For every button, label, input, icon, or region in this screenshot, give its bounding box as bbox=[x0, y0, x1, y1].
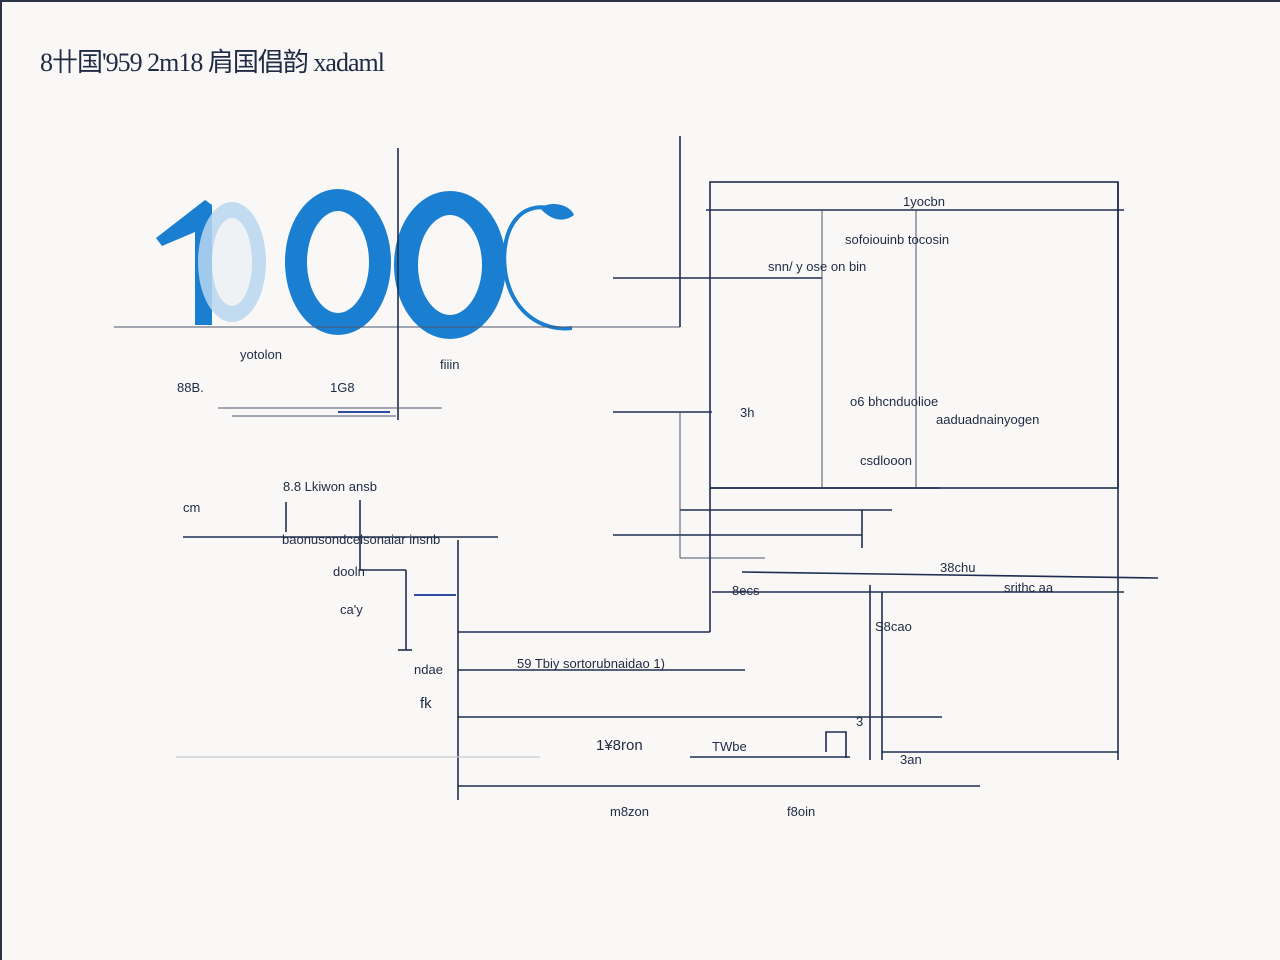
label-left-7: dooln bbox=[333, 564, 365, 579]
label-mid-2: 59 Tbiy sortorubnaidao 1) bbox=[517, 656, 665, 671]
logo-glyph-icon bbox=[156, 189, 574, 339]
label-mid-5: TWbe bbox=[712, 739, 747, 754]
label-right-1: 3h bbox=[740, 405, 754, 420]
bottom-bracket bbox=[825, 731, 847, 758]
label-left-5: cm bbox=[183, 500, 200, 515]
label-mid-4: 1¥8ron bbox=[596, 737, 643, 754]
label-right-4: srithc aa bbox=[1004, 580, 1054, 595]
label-box-4: aaduadnainyogen bbox=[936, 412, 1039, 427]
label-right-7: 3 bbox=[856, 714, 863, 729]
label-left-4: 1G8 bbox=[330, 380, 355, 395]
label-right-2: 38chu bbox=[940, 560, 975, 575]
label-long-small: baonusondcelsonaiar insnb bbox=[282, 532, 440, 547]
label-bottom-2: f8oin bbox=[787, 804, 815, 819]
label-box-3: o6 bhcnduolioe bbox=[850, 394, 938, 409]
label-right-6: 3an bbox=[900, 752, 922, 767]
label-left-3: 88B. bbox=[177, 380, 204, 395]
label-top-box: 1yocbn bbox=[903, 194, 945, 209]
label-box-1: sofoiouinb tocosin bbox=[845, 232, 949, 247]
lower-right-h-1 bbox=[741, 571, 1159, 579]
page-title: 8卄国'959 2m18 肩国倡韵 xadaml bbox=[40, 48, 385, 77]
label-mid-3: fk bbox=[420, 695, 432, 712]
label-box-5: csdlooon bbox=[860, 453, 912, 468]
label-mid-1: ndae bbox=[414, 662, 443, 677]
label-right-3: 8ecs bbox=[732, 583, 760, 598]
top-box bbox=[709, 181, 1119, 489]
label-left-6: 8.8 Lkiwon ansb bbox=[283, 479, 377, 494]
label-left-2: fiiin bbox=[440, 357, 460, 372]
label-left-1: yotolon bbox=[240, 347, 282, 362]
label-box-2: snn/ y ose on bin bbox=[768, 259, 866, 274]
label-right-5: S8cao bbox=[875, 619, 912, 634]
label-bottom-1: m8zon bbox=[610, 804, 649, 819]
label-left-8: ca'y bbox=[340, 602, 363, 617]
